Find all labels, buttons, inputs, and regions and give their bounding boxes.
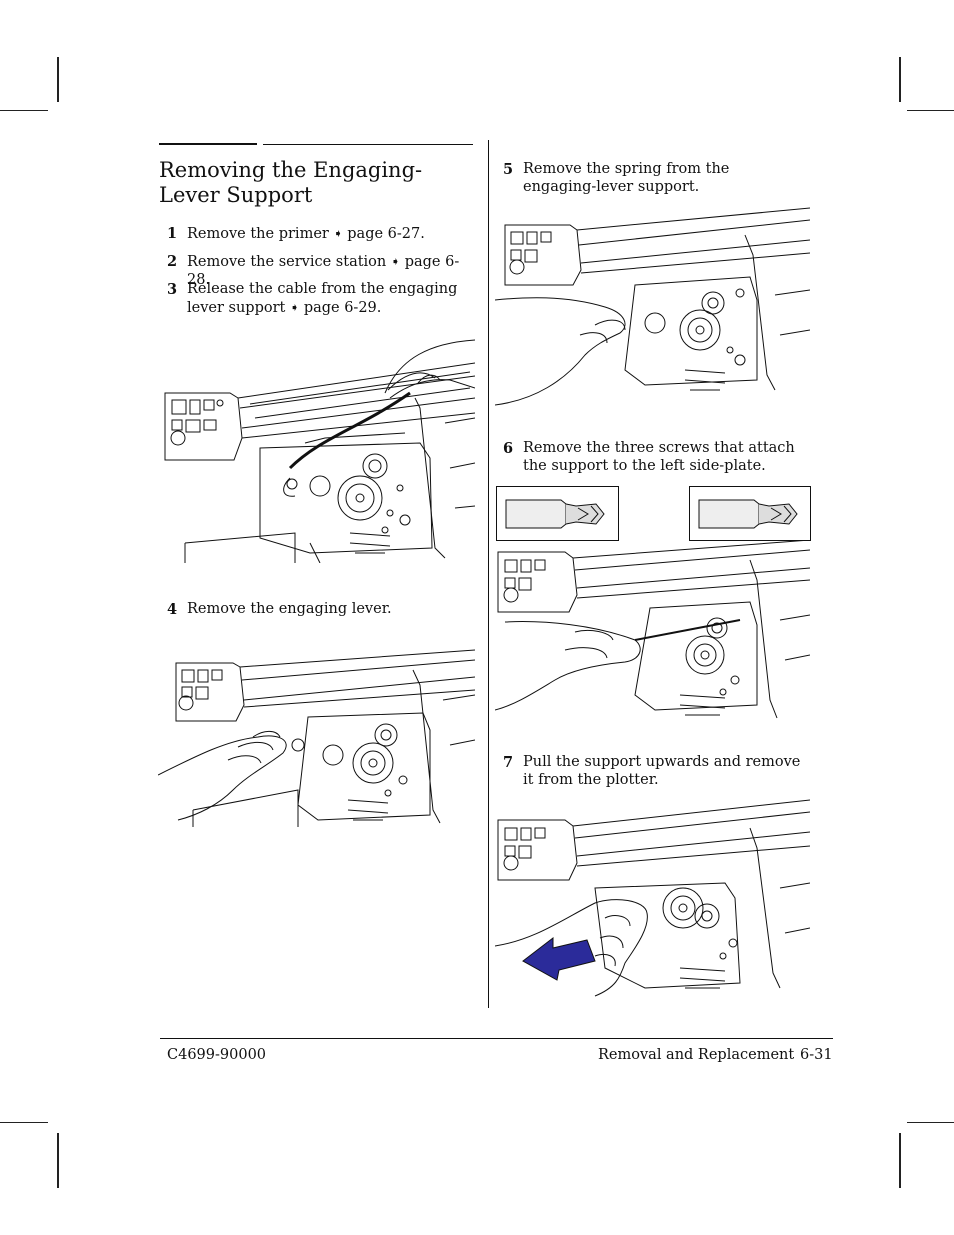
torx-bit-icon [496,486,619,541]
figure-release-cable [164,339,475,563]
page-reference[interactable]: page 6-29. [303,299,382,316]
step-number: 4 [167,601,178,618]
page-title: Removing the Engaging-Lever Support [159,158,423,207]
figure-remove-engaging-lever [158,649,475,827]
crop-mark [0,1122,48,1123]
page-reference[interactable]: page 6-27. [347,226,425,242]
footer-page-number: 6-31 [800,1047,833,1063]
footer-doc-number: C4699-90000 [167,1047,267,1063]
crop-mark [57,1133,59,1188]
crop-mark [907,110,954,111]
page-reference[interactable]: page 6-28. [187,254,460,288]
figure-pull-support [495,799,810,997]
crop-mark [0,110,48,111]
step-number: 3 [167,281,178,298]
heading-rule-thin [263,144,473,145]
arrow-right-icon: ➧ [289,300,300,314]
crop-mark [907,1122,954,1123]
arrow-right-icon: ➧ [333,227,343,240]
step-number: 1 [167,225,178,242]
step-number: 5 [503,161,514,178]
footer-section: Removal and Replacement [598,1047,795,1063]
crop-mark [899,57,901,102]
crop-mark [899,1133,901,1188]
arrow-right-icon: ➧ [390,255,401,268]
figure-remove-spring [495,207,810,406]
step-number: 2 [167,253,178,270]
footer-rule [160,1038,833,1039]
torx-bit-icon [689,486,811,541]
column-divider [488,140,489,1008]
heading-rule-thick [159,143,257,145]
step-number: 7 [503,754,514,771]
crop-mark [57,57,59,102]
step-number: 6 [503,440,514,457]
figure-remove-screws [495,540,810,719]
